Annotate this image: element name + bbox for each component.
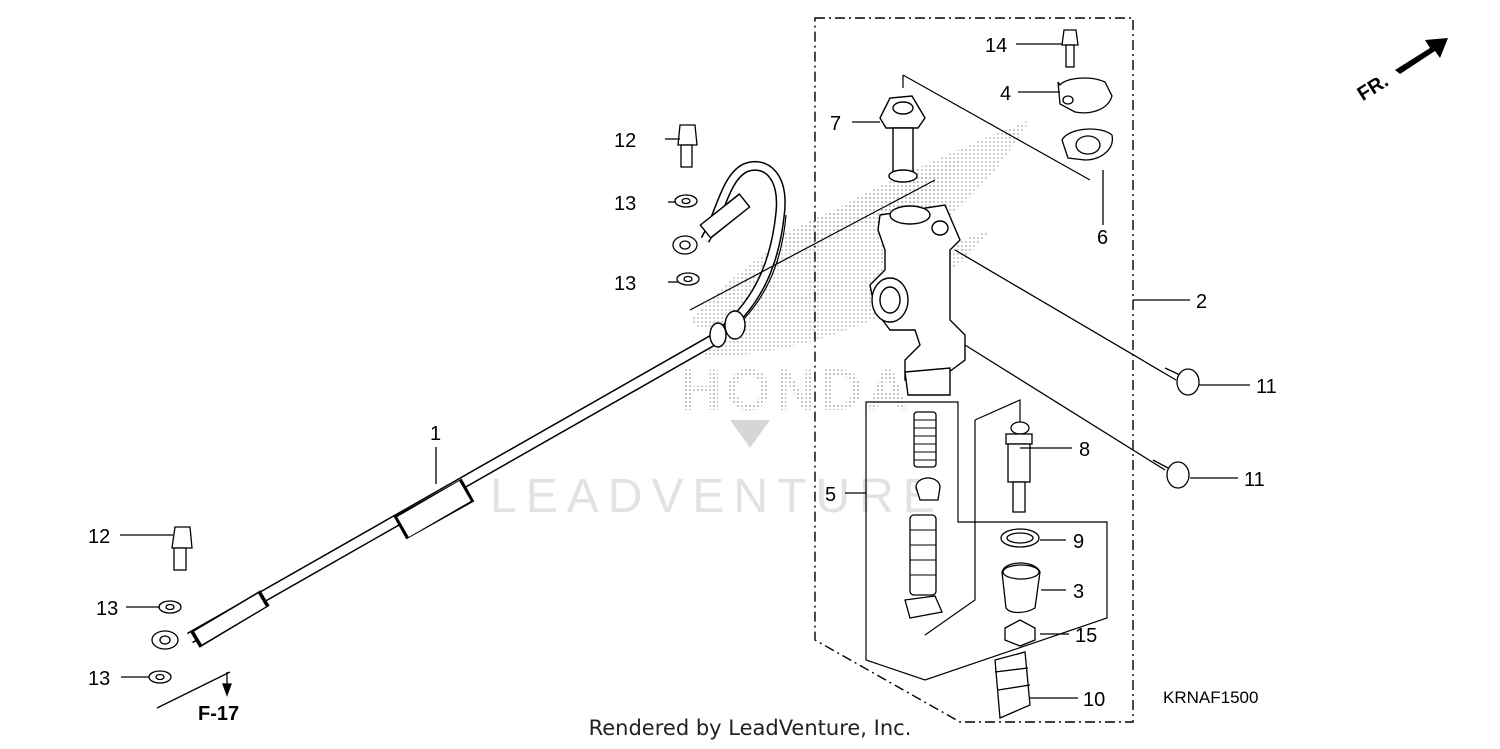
- callout-12b: 12: [88, 526, 110, 548]
- brake-hose: [187, 160, 787, 648]
- callout-11b: 11: [1244, 469, 1265, 491]
- callout-9: 9: [1073, 531, 1084, 553]
- callout-13c: 13: [96, 598, 118, 620]
- footer-credit: Rendered by LeadVenture, Inc.: [588, 716, 912, 740]
- callout-7: 7: [830, 113, 841, 135]
- callout-10: 10: [1083, 689, 1105, 711]
- front-label: FR.: [1354, 70, 1393, 106]
- front-arrow-icon: FR.: [1354, 38, 1448, 106]
- callout-3: 3: [1073, 581, 1084, 603]
- mounting-bolts: [1152, 367, 1200, 489]
- cover-parts: [1057, 29, 1113, 161]
- callout-13a: 13: [614, 193, 636, 215]
- callout-1: 1: [430, 423, 441, 445]
- callout-8: 8: [1079, 439, 1090, 461]
- reference-label: F-17: [198, 703, 239, 725]
- assembly-box-2: [814, 17, 1134, 723]
- hose-guide-line: [689, 179, 936, 311]
- leader-lines: [120, 43, 1250, 709]
- reservoir-joint: [879, 95, 926, 183]
- callout-11a: 11: [1256, 376, 1277, 398]
- callout-4: 4: [1000, 83, 1011, 105]
- callout-13d: 13: [88, 668, 110, 690]
- upper-banjo-assembly: [672, 124, 700, 286]
- callout-numbers: 1 2 3 4 5 6 7 8 9 10 11 11 12 12 13 13 1…: [88, 35, 1277, 711]
- piston-assembly: [904, 411, 943, 619]
- push-rod-parts: [994, 421, 1041, 719]
- callout-2: 2: [1196, 291, 1207, 313]
- callout-12a: 12: [614, 130, 636, 152]
- group-outline-5: [865, 401, 1108, 681]
- callout-13b: 13: [614, 273, 636, 295]
- cover-group-bracket: [902, 74, 1091, 181]
- diagram-code: KRNAF1500: [1163, 688, 1259, 707]
- master-cylinder-body: [869, 204, 966, 396]
- callout-5: 5: [825, 484, 836, 506]
- watermark-text: LEADVENTURE: [490, 470, 944, 523]
- watermark-triangle: [730, 420, 770, 448]
- watermark-brand: HONDA: [680, 358, 913, 423]
- callout-15: 15: [1075, 625, 1097, 647]
- lower-banjo-assembly: [148, 526, 193, 684]
- callout-6: 6: [1097, 227, 1108, 249]
- callout-14: 14: [985, 35, 1007, 57]
